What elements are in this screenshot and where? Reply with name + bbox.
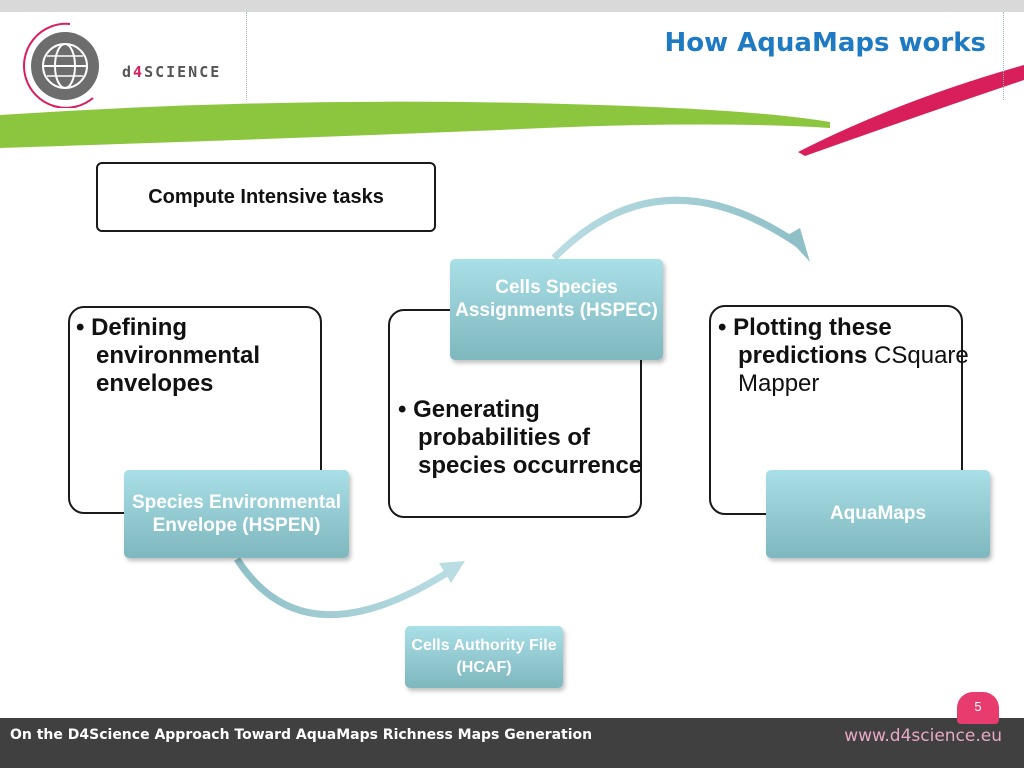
- top-bar: [0, 0, 1024, 12]
- globe-icon: [23, 22, 99, 109]
- compute-intensive-box: Compute Intensive tasks: [96, 162, 436, 232]
- bullet-plotting-predictions: • Plotting these predictions CSquare Map…: [718, 314, 969, 397]
- header-swoosh: [0, 65, 1024, 156]
- bullet-defining-envelopes: • Defining environmental envelopes: [76, 314, 261, 397]
- hcaf-label-box: Cells Authority File (HCAF): [405, 626, 563, 688]
- logo-text: d4SCIENCE: [122, 63, 222, 81]
- arrow-hspen-to-hspec: [234, 557, 465, 619]
- page-number-badge: 5: [957, 692, 999, 724]
- footer-url-link[interactable]: www.d4science.eu: [844, 726, 1002, 746]
- arrow-hspec-to-aquamaps: [551, 196, 810, 262]
- d4science-logo[interactable]: d4SCIENCE: [15, 20, 245, 109]
- slide-title: How AquaMaps works: [664, 28, 986, 58]
- footer-bar: [0, 718, 1024, 768]
- footer-caption: On the D4Science Approach Toward AquaMap…: [10, 727, 593, 743]
- hspec-label-box: Cells Species Assignments (HSPEC): [450, 259, 663, 360]
- bullet-generating-probabilities: • Generating probabilities of species oc…: [398, 396, 643, 479]
- aquamaps-label-box: AquaMaps: [766, 470, 990, 558]
- header-divider: [246, 12, 247, 100]
- hspen-label-box: Species Environmental Envelope (HSPEN): [124, 470, 349, 558]
- header-divider: [1003, 12, 1004, 100]
